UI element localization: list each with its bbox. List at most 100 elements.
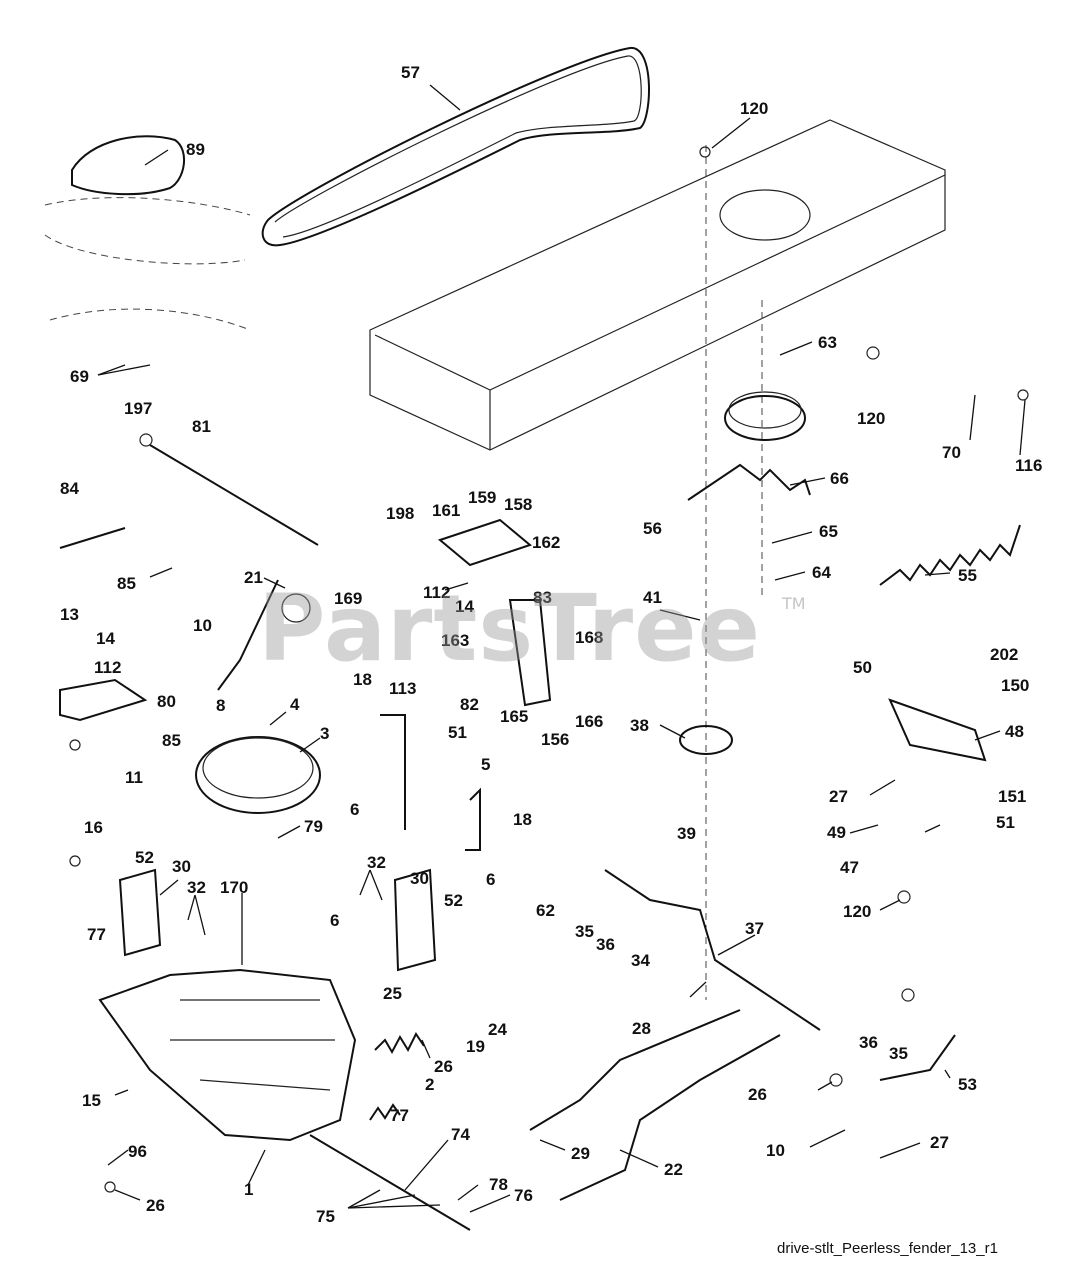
callout-label: 3 [320, 724, 329, 743]
callout-label: 29 [571, 1144, 590, 1163]
drive-belt [261, 46, 651, 247]
callout-label: 62 [536, 901, 555, 920]
callout-label: 85 [117, 574, 136, 593]
callout-label: 6 [350, 800, 359, 819]
callout-label: 159 [468, 488, 496, 507]
callout-label: 49 [827, 823, 846, 842]
callout-label: 38 [630, 716, 649, 735]
chassis-frame [369, 119, 946, 451]
callout-label: 4 [290, 695, 300, 714]
callout-label: 69 [70, 367, 89, 386]
callout-label: 37 [745, 919, 764, 938]
callout-label: 16 [84, 818, 103, 837]
callout-label: 18 [513, 810, 532, 829]
callout-label: 13 [60, 605, 79, 624]
callout-labels: 57 120 89 63 69 120 70 116 197 81 66 84 … [60, 63, 1042, 1226]
callout-label: 75 [316, 1207, 335, 1226]
callout-label: 10 [193, 616, 212, 635]
callout-label: 30 [410, 869, 429, 888]
callout-label: 30 [172, 857, 191, 876]
idler-spring [879, 524, 1021, 586]
callout-label: 26 [434, 1057, 453, 1076]
callout-label: 89 [186, 140, 205, 159]
callout-label: 56 [643, 519, 662, 538]
callout-label: 112 [94, 658, 121, 677]
callout-label: 35 [575, 922, 594, 941]
callout-label: 120 [740, 99, 768, 118]
callout-label: 8 [216, 696, 225, 715]
callout-label: 27 [829, 787, 848, 806]
callout-label: 14 [96, 629, 115, 648]
engine-pulley [724, 395, 806, 441]
callout-label: 22 [664, 1160, 683, 1179]
callout-label: 1 [244, 1180, 253, 1199]
callout-label: 198 [386, 504, 414, 523]
callout-label: 47 [840, 858, 859, 877]
callout-label: 79 [304, 817, 323, 836]
callout-label: 82 [460, 695, 479, 714]
callout-label: 27 [930, 1133, 949, 1152]
callout-label: 26 [748, 1085, 767, 1104]
callout-label: 26 [146, 1196, 165, 1215]
callout-label: 81 [192, 417, 211, 436]
callout-label: 168 [575, 628, 603, 647]
parts-tree-watermark: PartsTree [258, 575, 761, 682]
callout-label: 63 [818, 333, 837, 352]
callout-label: 158 [504, 495, 532, 514]
callout-label: 14 [455, 597, 474, 616]
callout-label: 85 [162, 731, 181, 750]
callout-label: 51 [996, 813, 1015, 832]
watermark-trademark: TM [782, 594, 806, 613]
callout-label: 78 [489, 1175, 508, 1194]
callout-label: 70 [942, 443, 961, 462]
idler-pulley-38 [679, 725, 733, 755]
callout-label: 18 [353, 670, 372, 689]
callout-label: 28 [632, 1019, 651, 1038]
callout-label: 52 [444, 891, 463, 910]
callout-label: 77 [390, 1106, 409, 1125]
callout-label: 35 [889, 1044, 908, 1063]
callout-label: 51 [448, 723, 467, 742]
callout-label: 74 [451, 1125, 470, 1144]
callout-label: 53 [958, 1075, 977, 1094]
callout-label: 6 [330, 911, 339, 930]
callout-label: 6 [486, 870, 495, 889]
callout-label: 169 [334, 589, 362, 608]
callout-label: 24 [488, 1020, 507, 1039]
callout-label: 96 [128, 1142, 147, 1161]
callout-label: 50 [853, 658, 872, 677]
callout-label: 55 [958, 566, 977, 585]
callout-label: 25 [383, 984, 402, 1003]
callout-label: 36 [859, 1033, 878, 1052]
callout-label: 113 [389, 679, 416, 698]
callout-label: 161 [432, 501, 460, 520]
callout-label: 57 [401, 63, 420, 82]
callout-label: 34 [631, 951, 650, 970]
callout-label: 15 [82, 1091, 101, 1110]
callout-label: 66 [830, 469, 849, 488]
callout-label: 48 [1005, 722, 1024, 741]
callout-label: 156 [541, 730, 569, 749]
callout-label: 21 [244, 568, 263, 587]
callout-label: 32 [187, 878, 206, 897]
callout-label: 41 [643, 588, 662, 607]
transaxle-pulley [195, 736, 321, 814]
callout-label: 84 [60, 479, 79, 498]
callout-label: 163 [441, 631, 469, 650]
callout-label: 77 [87, 925, 106, 944]
callout-label: 162 [532, 533, 560, 552]
callout-label: 19 [466, 1037, 485, 1056]
callout-label: 165 [500, 707, 528, 726]
diagram-caption: drive-stlt_Peerless_fender_13_r1 [777, 1240, 998, 1257]
callout-label: 120 [857, 409, 885, 428]
callout-label: 36 [596, 935, 615, 954]
callout-label: 2 [425, 1075, 434, 1094]
callout-label: 80 [157, 692, 176, 711]
callout-label: 151 [998, 787, 1026, 806]
callout-label: 202 [990, 645, 1018, 664]
callout-label: 10 [766, 1141, 785, 1160]
callout-label: 112 [423, 583, 450, 602]
callout-label: 170 [220, 878, 248, 897]
callout-label: 166 [575, 712, 603, 731]
